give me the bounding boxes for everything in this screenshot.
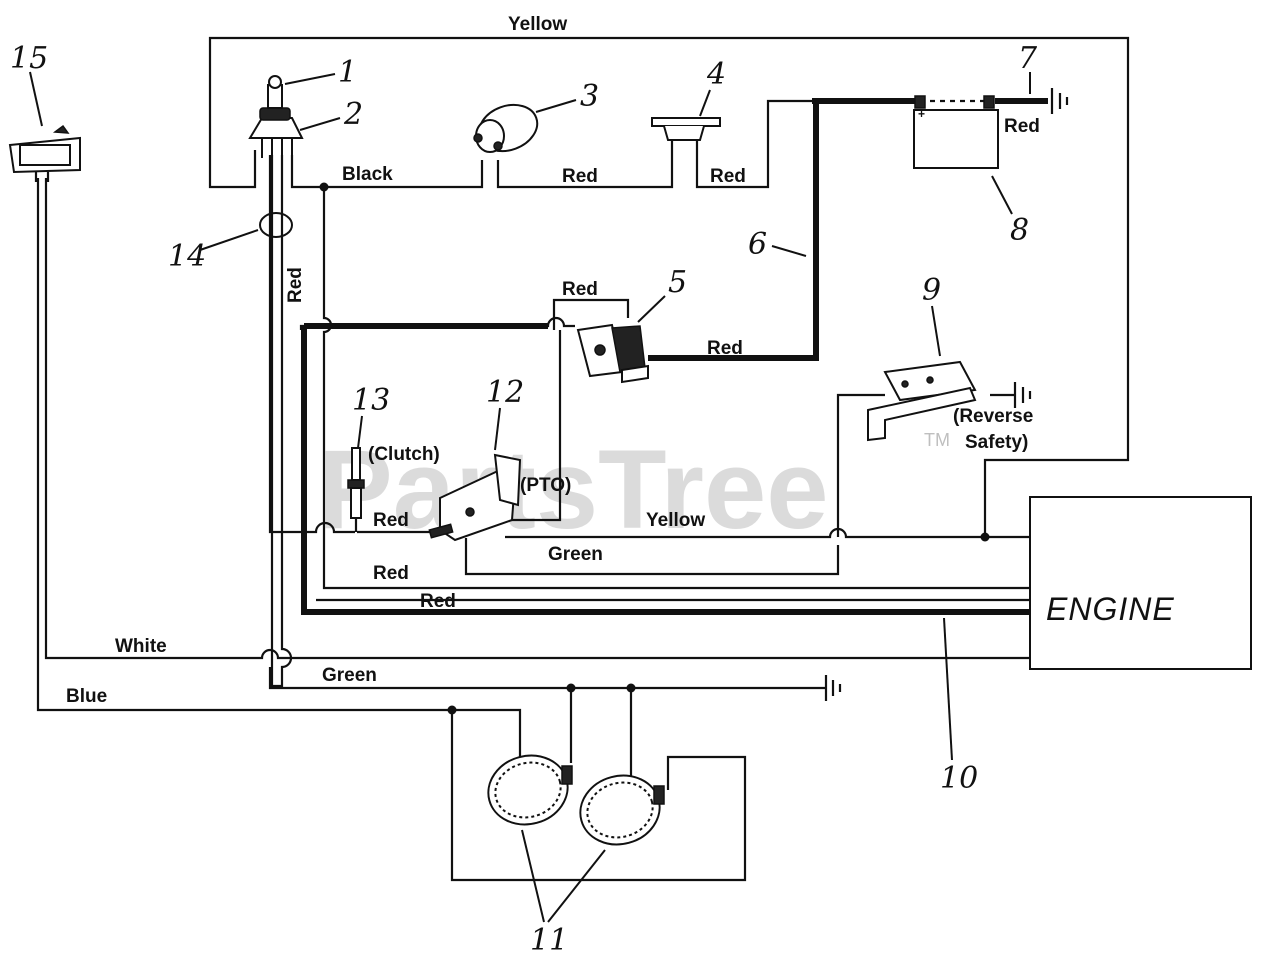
red-solenoid-right-label: Red <box>707 338 743 359</box>
green-mid-wire <box>464 538 840 576</box>
red-low2-label: Red <box>420 591 456 612</box>
watermark-tm: TM <box>924 430 950 450</box>
red-battery-label: Red <box>1004 116 1040 137</box>
callout-1: 1 <box>338 55 357 90</box>
callout-4-arrow <box>699 89 711 117</box>
callout-13-arrow <box>357 415 363 449</box>
callout-10-arrow <box>943 617 953 761</box>
callout-8: 8 <box>1010 213 1029 248</box>
callout-3: 3 <box>580 79 599 114</box>
safety-label: Safety) <box>965 432 1028 453</box>
callout-13: 13 <box>352 383 390 418</box>
light-switch-15 <box>8 124 81 182</box>
yellow-mid-label: Yellow <box>646 510 705 531</box>
red-gauge-wire <box>496 140 674 189</box>
callout-1-arrow <box>284 73 336 85</box>
callout-12: 12 <box>486 375 524 410</box>
callout-11: 11 <box>530 923 568 958</box>
junction-dot <box>626 683 636 693</box>
blue-label: Blue <box>66 686 107 707</box>
seat-switch-4 <box>651 117 721 141</box>
callout-12-arrow <box>494 407 501 451</box>
callout-8-arrow <box>991 175 1013 215</box>
callout-15-arrow <box>29 71 43 127</box>
callout-6: 6 <box>748 227 767 262</box>
clutch-switch-13 <box>347 447 365 532</box>
key-red-wire-1 <box>268 155 355 534</box>
green-low-wire <box>268 667 826 690</box>
red-gauge-label: Red <box>562 166 598 187</box>
pto-label: (PTO) <box>520 475 571 496</box>
red-switch-wire <box>695 99 812 189</box>
callout-2: 2 <box>343 97 363 132</box>
callout-15: 15 <box>10 41 48 76</box>
callout-14-arrow <box>199 229 259 251</box>
red-low1-label: Red <box>373 563 409 584</box>
wires <box>36 36 1130 882</box>
ground-icon <box>990 382 1032 408</box>
clutch-label: (Clutch) <box>368 444 440 465</box>
engine-label: ENGINE <box>1046 591 1175 627</box>
reverse-wire <box>836 393 885 537</box>
green-low-label: Green <box>322 665 377 686</box>
headlight-11a <box>487 754 573 826</box>
junction-dot <box>319 182 329 192</box>
callout-7: 7 <box>1018 41 1038 76</box>
callout-14: 14 <box>168 239 206 274</box>
callout-5: 5 <box>668 265 687 300</box>
ground-symbols <box>824 88 1069 701</box>
callout-2-arrow <box>299 117 341 131</box>
red-solenoid-top-label: Red <box>562 279 598 300</box>
key-red-wire-2 <box>270 155 293 688</box>
reverse-label: (Reverse <box>953 406 1033 427</box>
harness-ring-14 <box>259 212 293 238</box>
reverse-safety-switch-9 <box>867 360 977 442</box>
callout-10: 10 <box>940 761 978 796</box>
red-clutch-label: Red <box>373 510 409 531</box>
junction-dot <box>980 532 990 542</box>
starter-cable-10 <box>301 323 1030 615</box>
white-wire <box>44 178 1030 660</box>
ground-icon <box>824 675 842 701</box>
callout-4: 4 <box>706 57 726 92</box>
junction-dot <box>566 683 576 693</box>
battery-8: + <box>913 95 999 169</box>
headlight-11b <box>579 774 665 846</box>
callout-11-arrows <box>521 829 606 923</box>
red-switch-label: Red <box>710 166 746 187</box>
callout-5-arrow <box>637 295 666 323</box>
pto-switch-12 <box>428 453 522 542</box>
callout-9: 9 <box>922 273 941 308</box>
ground-icon <box>1050 88 1069 114</box>
yellow-top-wire <box>208 36 1130 537</box>
callout-3-arrow <box>535 99 577 113</box>
battery-plus-sign: + <box>918 107 925 121</box>
engine-block: ENGINE <box>1029 496 1252 670</box>
callout-9-arrow <box>931 305 941 357</box>
battery-cable-6 <box>648 98 918 361</box>
black-label: Black <box>342 164 393 185</box>
solenoid-5 <box>576 323 649 384</box>
junction-dot <box>447 705 457 715</box>
component-labels: (Clutch) (PTO) (Reverse Safety) <box>368 406 1033 496</box>
green-mid-label: Green <box>548 544 603 565</box>
blue-wire <box>36 178 522 760</box>
light-loop-wire <box>450 710 747 882</box>
hour-meter-3 <box>473 103 539 153</box>
red-vertical-label: Red <box>285 267 306 303</box>
callouts: 1 2 3 4 5 6 7 8 9 10 11 12 13 14 15 <box>10 41 1038 958</box>
white-label: White <box>115 636 167 657</box>
key-switch-1-2 <box>248 75 304 158</box>
wire-labels: Yellow Black Red Red Red Red Red Red Red… <box>66 14 1040 707</box>
yellow-top-label: Yellow <box>508 14 567 35</box>
black-wire <box>290 155 484 189</box>
callout-6-arrow <box>771 245 807 257</box>
